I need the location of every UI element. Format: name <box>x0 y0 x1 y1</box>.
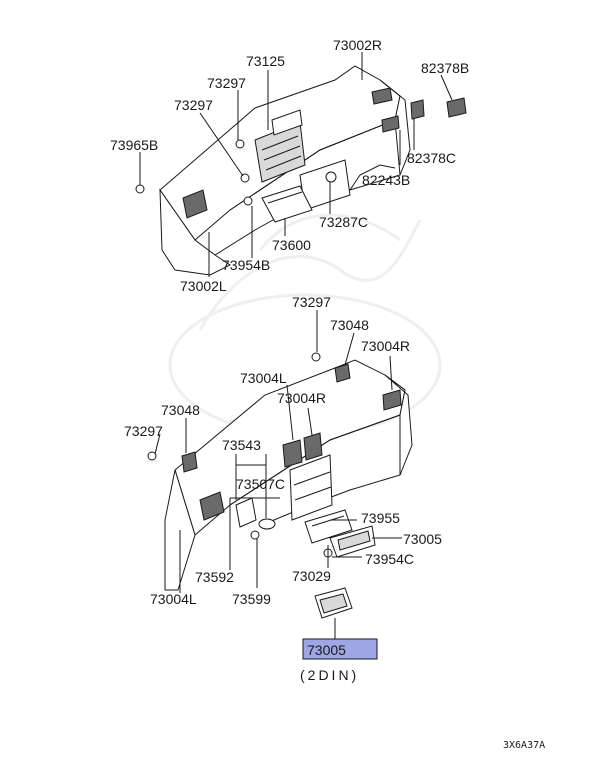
part-label-73543[interactable]: 73543 <box>222 437 261 453</box>
part-label-73004r-a[interactable]: 73004R <box>361 338 410 354</box>
note-2din: (2DIN) <box>300 667 359 683</box>
part-label-73600[interactable]: 73600 <box>272 237 311 253</box>
part-label-73048-b[interactable]: 73048 <box>161 402 200 418</box>
part-label-73048-a[interactable]: 73048 <box>330 317 369 333</box>
part-label-73965b[interactable]: 73965B <box>110 137 158 153</box>
part-label-73955[interactable]: 73955 <box>361 510 400 526</box>
part-label-73297-c[interactable]: 73297 <box>292 294 331 310</box>
part-label-73287c[interactable]: 73287C <box>319 214 368 230</box>
part-label-73599[interactable]: 73599 <box>232 591 271 607</box>
highlight-box <box>302 638 378 660</box>
part-label-73297-d[interactable]: 73297 <box>124 423 163 439</box>
part-label-73592[interactable]: 73592 <box>195 569 234 585</box>
part-label-82243b[interactable]: 82243B <box>362 172 410 188</box>
upper-leader-lines <box>139 52 453 277</box>
part-label-73004l-a[interactable]: 73004L <box>240 370 287 386</box>
part-label-82378b[interactable]: 82378B <box>421 60 469 76</box>
diagram-code: 3X6A37A <box>503 740 545 751</box>
part-label-73125[interactable]: 73125 <box>246 53 285 69</box>
part-label-73005-a[interactable]: 73005 <box>403 531 442 547</box>
part-label-73004l-b[interactable]: 73004L <box>150 591 197 607</box>
upper-dashboard-assembly <box>135 65 467 276</box>
part-label-73002r[interactable]: 73002R <box>333 37 382 53</box>
part-labels: 73125 73002R 82378B 73297 73297 82378C 7… <box>110 37 545 751</box>
part-label-73004r-b[interactable]: 73004R <box>277 390 326 406</box>
part-label-73005-selected[interactable]: 73005 <box>307 642 346 658</box>
part-label-82378c[interactable]: 82378C <box>407 150 456 166</box>
lower-leader-lines <box>154 310 402 639</box>
part-label-73954c[interactable]: 73954C <box>365 551 414 567</box>
part-label-73029[interactable]: 73029 <box>292 568 331 584</box>
part-label-73002l[interactable]: 73002L <box>180 278 227 294</box>
part-label-73507c[interactable]: 73507C <box>236 476 285 492</box>
part-label-73297-b[interactable]: 73297 <box>174 97 213 113</box>
part-label-73954b[interactable]: 73954B <box>222 257 270 273</box>
part-label-73297-a[interactable]: 73297 <box>207 75 246 91</box>
